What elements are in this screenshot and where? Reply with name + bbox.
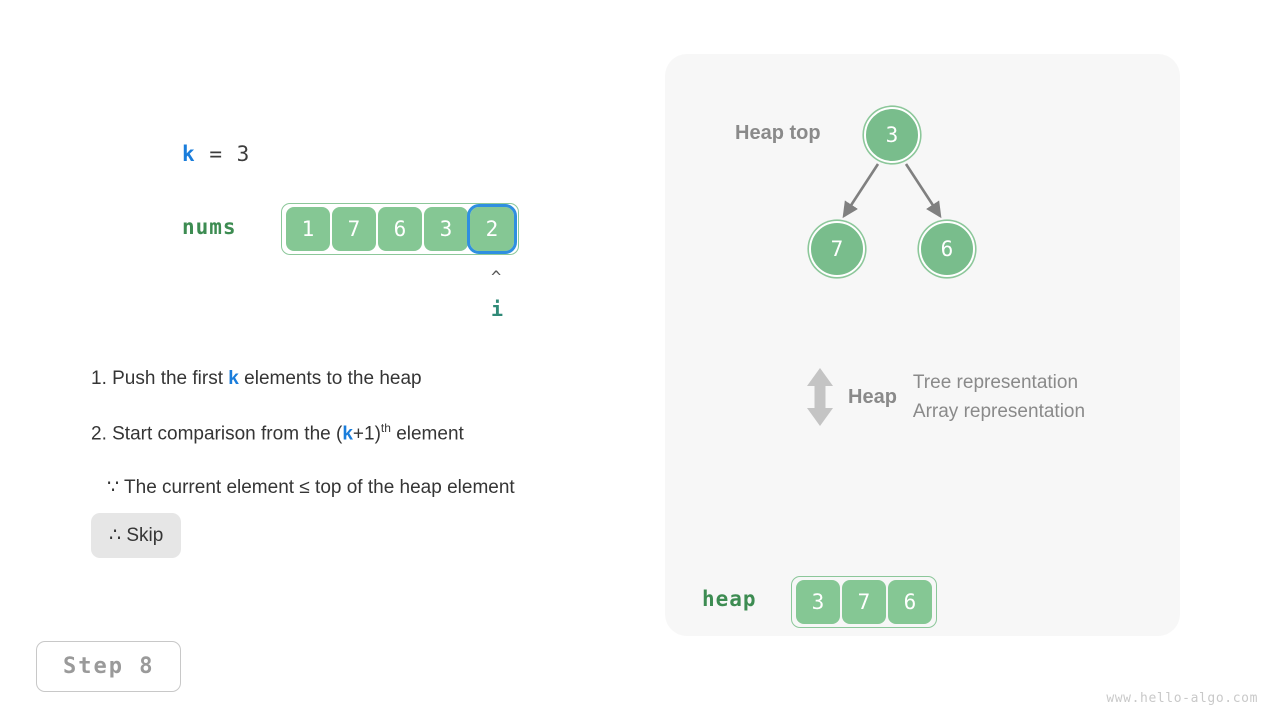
nums-cell-4-highlighted[interactable]: 2 (467, 204, 517, 254)
legend-tree-representation: Tree representation (912, 371, 1079, 393)
heap-visualization-panel: Heap top 3 7 6 Heap Tree representation … (665, 54, 1180, 636)
k-assignment: k = 3 (182, 142, 250, 166)
pointer-caret-icon: ^ (491, 268, 502, 288)
nums-cell-2[interactable]: 6 (378, 207, 422, 251)
heap-legend: Heap Tree representation Array represent… (800, 366, 1085, 428)
heap-cell-0[interactable]: 3 (796, 580, 840, 624)
tree-edges (842, 163, 942, 219)
step-2-superscript: th (380, 420, 391, 435)
step-2-prefix: 2. Start comparison from the ( (91, 423, 343, 445)
k-variable: k (182, 142, 196, 166)
heap-cell-2[interactable]: 6 (888, 580, 932, 624)
pointer-i-label: i (491, 297, 504, 321)
step-1-k-variable: k (228, 368, 239, 389)
step-badge: Step 8 (36, 641, 182, 692)
step-1-suffix: elements to the heap (238, 368, 422, 389)
edge-root-to-right (904, 163, 942, 219)
step-2-k-variable: k (342, 423, 353, 445)
nums-label: nums (182, 215, 237, 239)
reason-text: ∵ The current element ≤ top of the heap … (107, 476, 515, 498)
legend-array-representation: Array representation (912, 401, 1086, 422)
nums-cell-1[interactable]: 7 (332, 207, 376, 251)
left-panel: k = 3 nums 1 7 6 3 2 ^ i 1. Push the fir… (36, 142, 651, 692)
legend-texts: Tree representation Array representation (913, 368, 1085, 427)
up-down-arrow-icon (807, 368, 833, 426)
edge-root-to-left (842, 163, 880, 219)
step-1-prefix: 1. Push the first (91, 368, 229, 389)
legend-heap-label: Heap (848, 385, 897, 408)
watermark: www.hello-algo.com (1106, 691, 1258, 706)
heap-array: 3 7 6 (791, 576, 937, 628)
step-item-2: 2. Start comparison from the (k+1)th ele… (91, 421, 651, 446)
heap-cell-1[interactable]: 7 (842, 580, 886, 624)
heap-array-label: heap (702, 587, 757, 611)
nums-cell-3[interactable]: 3 (424, 207, 468, 251)
steps-list: 1. Push the first k elements to the heap… (91, 368, 651, 558)
step-2-suffix: element (390, 423, 464, 445)
step-2-mid: +1) (352, 423, 381, 445)
equals-sign: = (209, 142, 223, 166)
tree-node-left-child[interactable]: 7 (809, 221, 865, 277)
heap-top-label: Heap top (735, 122, 821, 144)
nums-array: 1 7 6 3 2 (281, 203, 519, 255)
nums-cell-0[interactable]: 1 (286, 207, 330, 251)
k-value: 3 (236, 142, 251, 166)
step-item-1: 1. Push the first k elements to the heap (91, 368, 651, 391)
tree-node-root[interactable]: 3 (864, 107, 920, 163)
skip-badge: ∴ Skip (91, 512, 182, 558)
tree-node-right-child[interactable]: 6 (919, 221, 975, 277)
